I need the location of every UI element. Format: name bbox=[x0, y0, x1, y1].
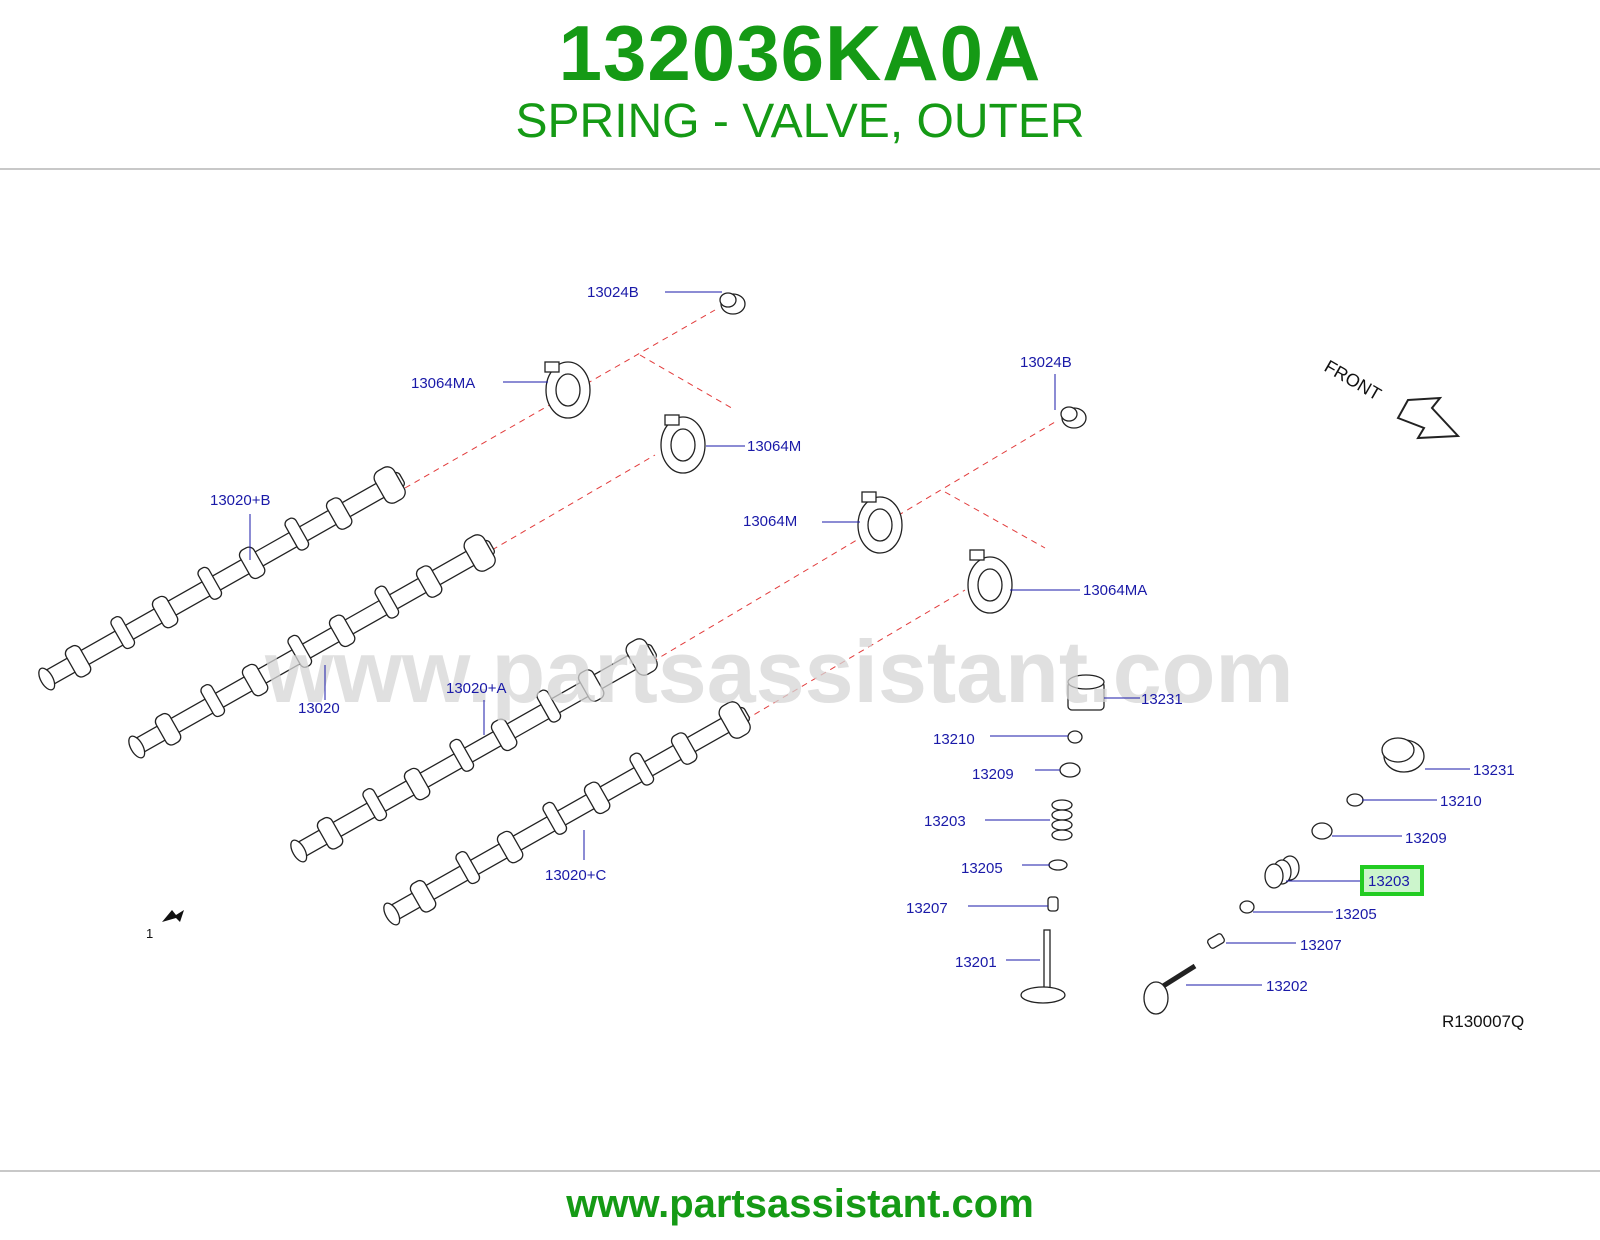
keeper-13210-a[interactable] bbox=[1067, 730, 1083, 744]
callout-13210-a[interactable]: 13210 bbox=[933, 731, 975, 748]
callout-13231-a[interactable]: 13231 bbox=[1141, 691, 1183, 708]
valve-13202[interactable] bbox=[1143, 963, 1197, 1015]
view-marker-arrow-icon bbox=[162, 910, 184, 922]
plug-13024B-a[interactable] bbox=[719, 292, 746, 315]
spring-13203-b[interactable] bbox=[1264, 855, 1300, 889]
callout-13020A[interactable]: 13020+A bbox=[446, 680, 506, 697]
seal-13207-b[interactable] bbox=[1207, 933, 1226, 950]
plug-13024B-b[interactable] bbox=[1060, 406, 1087, 429]
highlight-box bbox=[1360, 865, 1424, 896]
footer-url[interactable]: www.partsassistant.com bbox=[566, 1182, 1034, 1226]
leader-lines bbox=[249, 291, 1470, 986]
callout-13202[interactable]: 13202 bbox=[1266, 978, 1308, 995]
page-header: 132036KA0A SPRING - VALVE, OUTER bbox=[0, 0, 1600, 170]
callout-13231-b[interactable]: 13231 bbox=[1473, 762, 1515, 779]
view-marker-label: 1 bbox=[146, 926, 153, 941]
callout-13064M-b[interactable]: 13064M bbox=[743, 513, 797, 530]
front-arrow-icon bbox=[1396, 396, 1461, 440]
camshaft-13020[interactable] bbox=[122, 529, 501, 766]
retainer-13209-b[interactable] bbox=[1311, 822, 1333, 840]
watermark: www.partsassistant.com bbox=[264, 622, 1294, 721]
camshaft-13020A[interactable] bbox=[284, 633, 663, 870]
callout-13020C[interactable]: 13020+C bbox=[545, 867, 606, 884]
lifter-13231-b[interactable] bbox=[1381, 737, 1425, 773]
lifter-13231-a[interactable] bbox=[1067, 674, 1105, 711]
keeper-13210-b[interactable] bbox=[1346, 793, 1364, 807]
callout-13024B-b[interactable]: 13024B bbox=[1020, 354, 1072, 371]
spring-13203-a[interactable] bbox=[1051, 799, 1073, 841]
callout-13210-b[interactable]: 13210 bbox=[1440, 793, 1482, 810]
part-number: 132036KA0A bbox=[558, 9, 1042, 97]
callout-13064MA-a[interactable]: 13064MA bbox=[411, 375, 475, 392]
callout-13205-a[interactable]: 13205 bbox=[961, 860, 1003, 877]
callout-13209-b[interactable]: 13209 bbox=[1405, 830, 1447, 847]
seat-13205-a[interactable] bbox=[1048, 859, 1068, 871]
bracket-13064MA-b[interactable] bbox=[967, 549, 1013, 614]
bracket-13064M-a[interactable] bbox=[660, 414, 706, 474]
callout-13207-b[interactable]: 13207 bbox=[1300, 937, 1342, 954]
parts-diagram-svg: FRONT 1 www.partsassistant.com 130 bbox=[32, 284, 1524, 1031]
part-name: SPRING - VALVE, OUTER bbox=[515, 95, 1085, 148]
retainer-13209-a[interactable] bbox=[1059, 762, 1081, 778]
footer-divider bbox=[0, 1170, 1600, 1172]
callout-13201[interactable]: 13201 bbox=[955, 954, 997, 971]
valve-13201[interactable] bbox=[1020, 929, 1066, 1004]
callout-13203-b[interactable]: 13203 bbox=[1368, 873, 1410, 890]
front-label: FRONT bbox=[1321, 356, 1385, 404]
callout-13205-b[interactable]: 13205 bbox=[1335, 906, 1377, 923]
callout-13020[interactable]: 13020 bbox=[298, 700, 340, 717]
reference-code: R130007Q bbox=[1442, 1012, 1524, 1031]
header-divider bbox=[0, 168, 1600, 170]
camshaft-13020C[interactable] bbox=[377, 696, 756, 933]
callout-13024B-a[interactable]: 13024B bbox=[587, 284, 639, 301]
seat-13205-b[interactable] bbox=[1239, 900, 1255, 914]
callout-13209-a[interactable]: 13209 bbox=[972, 766, 1014, 783]
camshaft-13020B[interactable] bbox=[32, 461, 411, 698]
callout-13064M-a[interactable]: 13064M bbox=[747, 438, 801, 455]
seal-13207-a[interactable] bbox=[1047, 896, 1059, 912]
callout-13207-a[interactable]: 13207 bbox=[906, 900, 948, 917]
callout-13064MA-b[interactable]: 13064MA bbox=[1083, 582, 1147, 599]
callout-13203-a[interactable]: 13203 bbox=[924, 813, 966, 830]
callout-13020B[interactable]: 13020+B bbox=[210, 492, 270, 509]
parts-diagram: FRONT 1 www.partsassistant.com 130 bbox=[0, 270, 1600, 1080]
bracket-13064M-b[interactable] bbox=[857, 491, 903, 554]
bracket-13064MA-a[interactable] bbox=[544, 361, 591, 419]
